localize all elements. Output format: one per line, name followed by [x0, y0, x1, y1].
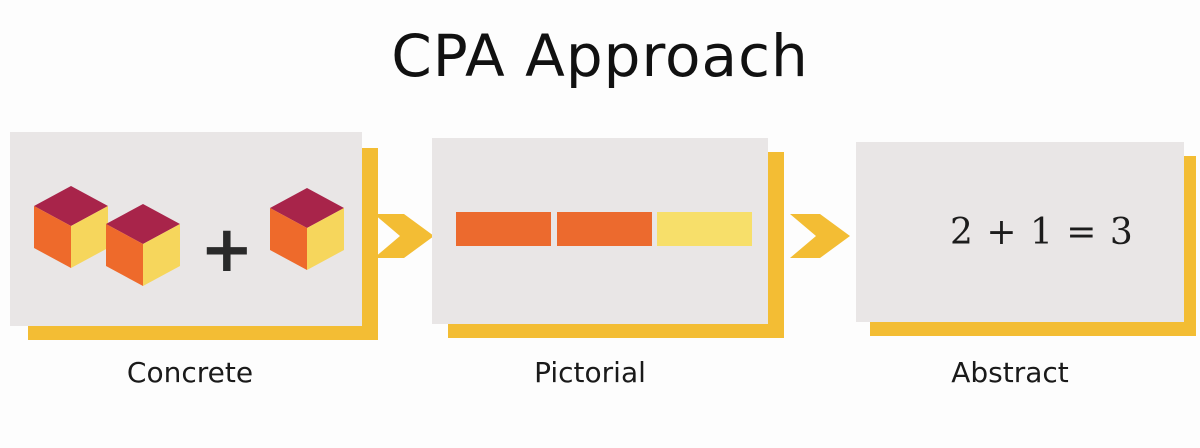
stage-label-abstract: Abstract	[951, 356, 1069, 389]
concrete-panel: +	[10, 132, 362, 326]
chevron-right-icon	[374, 214, 434, 258]
stage-label-pictorial: Pictorial	[534, 356, 646, 389]
cube-icon	[34, 186, 108, 268]
cube-icon	[270, 188, 344, 270]
bar-orange	[557, 212, 652, 246]
chevron-right-icon	[790, 214, 850, 258]
abstract-panel: 2 + 1 = 3	[856, 142, 1184, 322]
bar-yellow	[657, 212, 752, 246]
bar-orange	[456, 212, 551, 246]
page-title: CPA Approach	[391, 22, 809, 90]
plus-sign: +	[200, 213, 254, 287]
pictorial-panel	[432, 138, 768, 324]
cube-icon	[106, 204, 180, 286]
stage-label-concrete: Concrete	[126, 356, 254, 389]
equation-text: 2 + 1 = 3	[950, 212, 1134, 253]
